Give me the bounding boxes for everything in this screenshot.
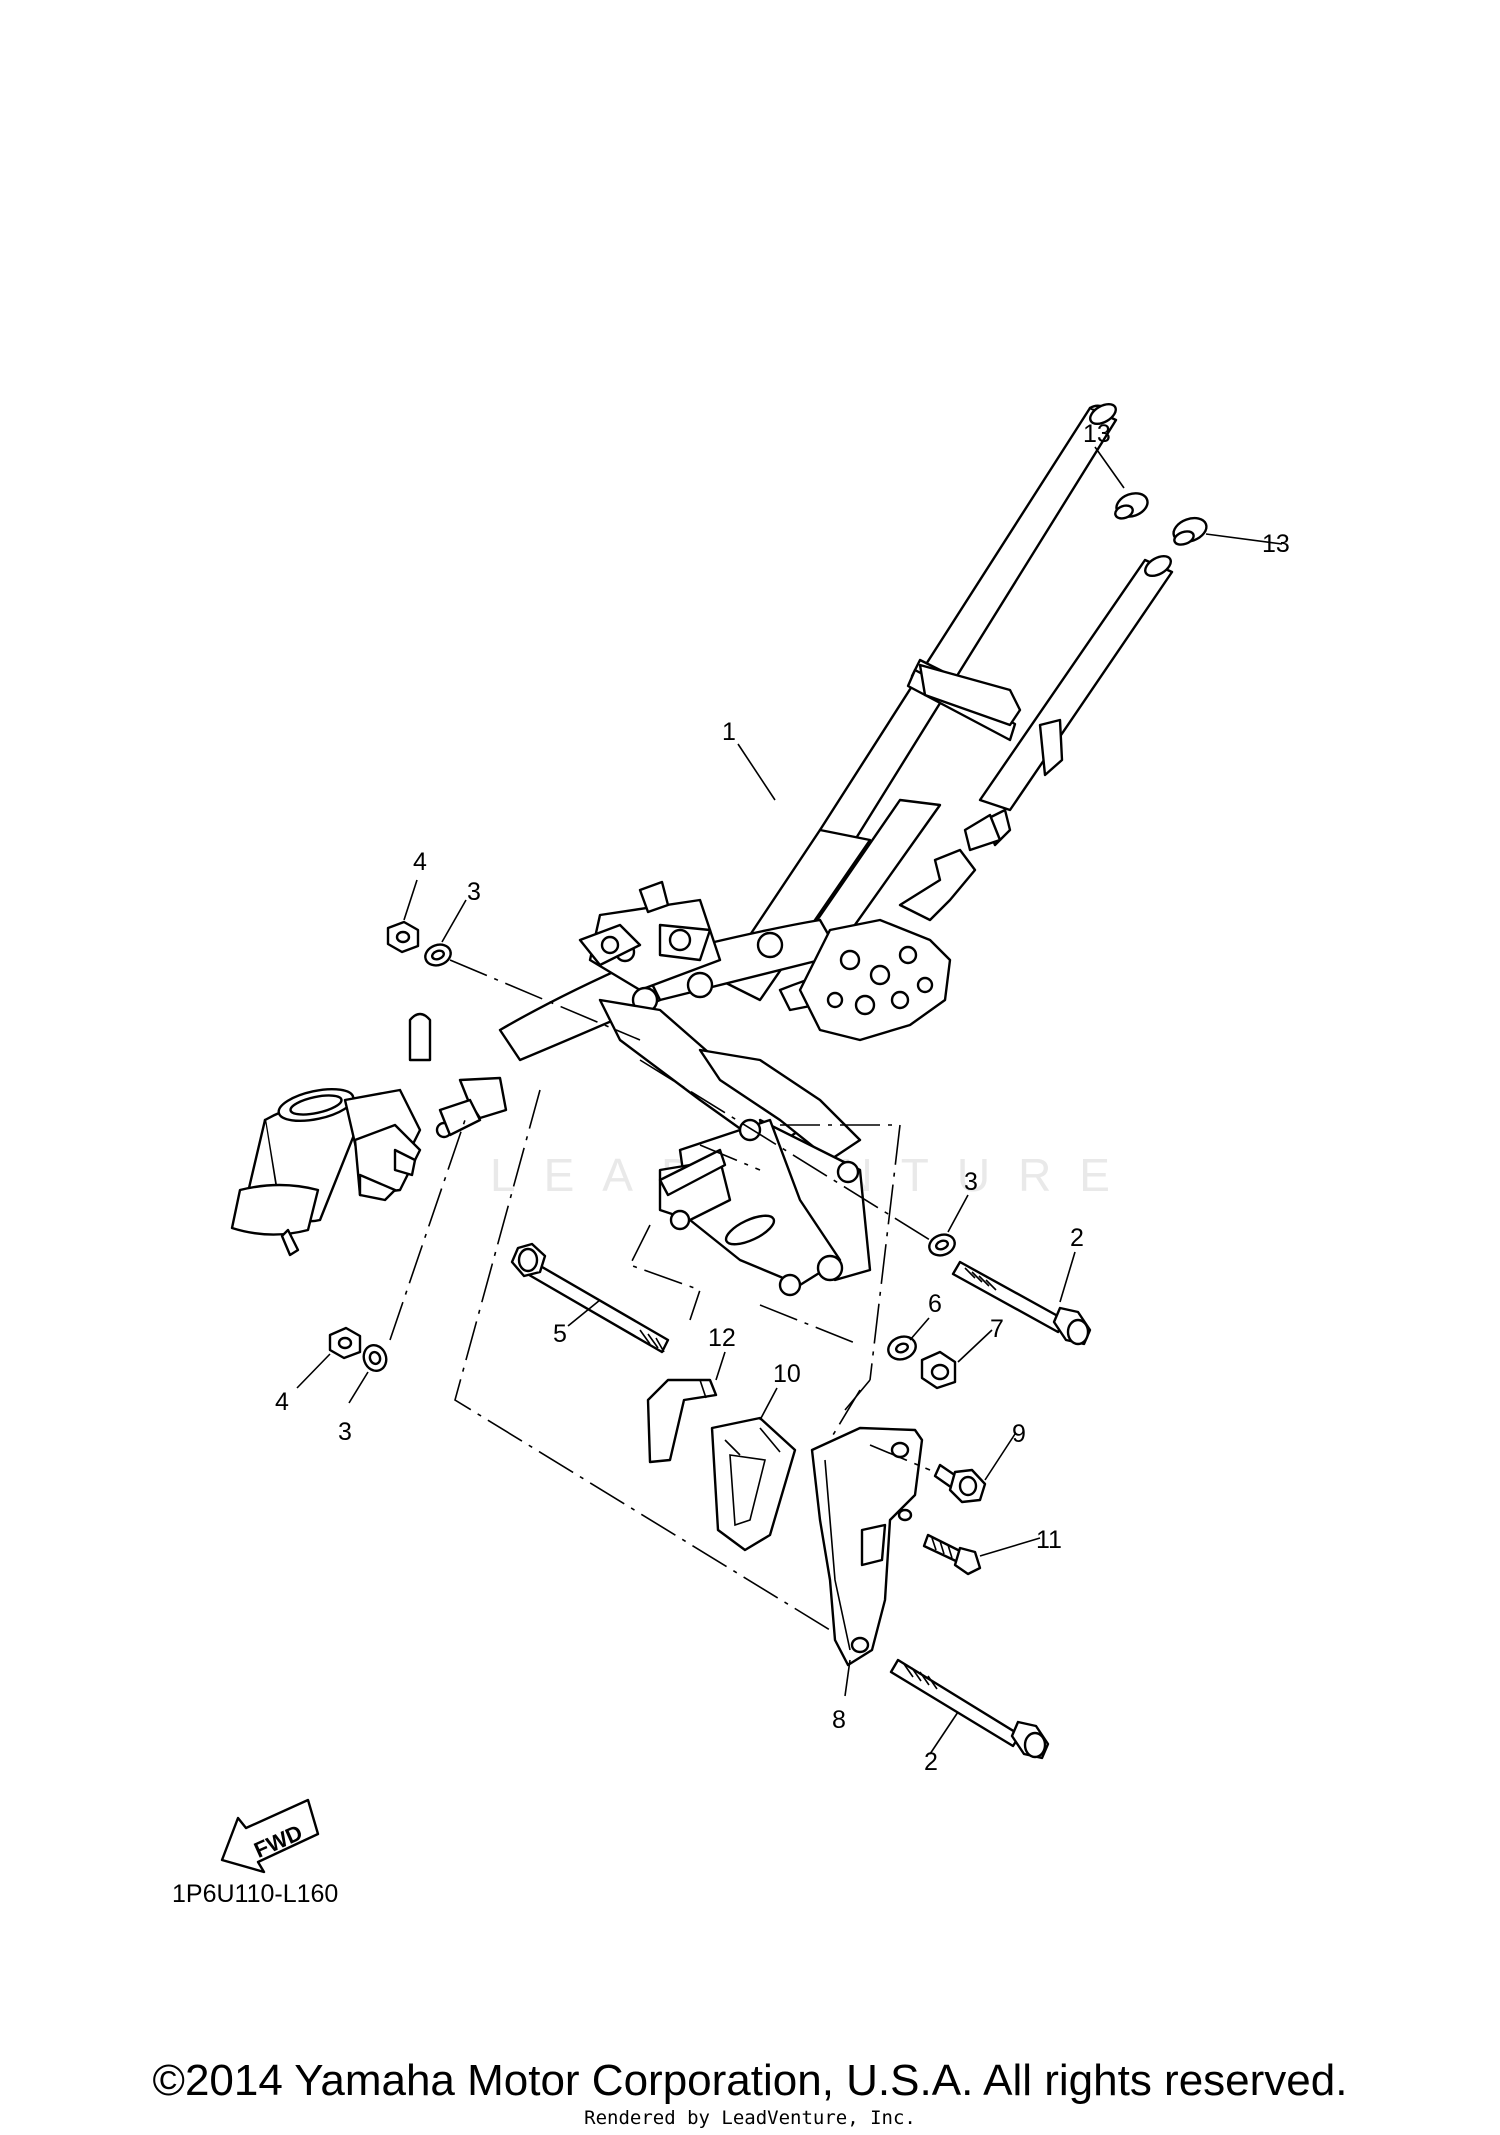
callout-5: 5: [553, 1320, 567, 1348]
callout-8: 8: [832, 1706, 846, 1734]
callout-1: 1: [722, 718, 736, 746]
washer-3-lower: [362, 1344, 388, 1372]
callout-7: 7: [990, 1315, 1004, 1343]
nut-4-upper: [386, 920, 420, 954]
washer-6: [887, 1335, 917, 1361]
callout-13a: 13: [1083, 420, 1111, 448]
leader-lines: [296, 446, 1283, 1755]
frame-part: [498, 402, 1174, 1297]
cap-13b: [1172, 516, 1208, 546]
bolt-9: [933, 1463, 987, 1504]
callout-12: 12: [708, 1324, 736, 1352]
callout-9: 9: [1012, 1420, 1026, 1448]
fwd-arrow-icon: FWD: [220, 1798, 320, 1874]
plate-8: [810, 1426, 924, 1667]
callout-4b: 4: [275, 1388, 289, 1416]
callout-2a: 2: [1070, 1224, 1084, 1252]
nut-4-lower: [328, 1326, 362, 1360]
callout-3b: 3: [964, 1168, 978, 1196]
callout-3c: 3: [338, 1418, 352, 1446]
cap-13a: [1114, 492, 1149, 520]
bolt-5: [510, 1242, 670, 1354]
callout-3a: 3: [467, 878, 481, 906]
callout-10: 10: [773, 1360, 801, 1388]
washer-3-right: [928, 1233, 956, 1257]
callout-2b: 2: [924, 1748, 938, 1776]
rendered-by-text: Rendered by LeadVenture, Inc.: [584, 2107, 916, 2129]
assembly-lines: [389, 959, 931, 1631]
callout-labels: 13 13 1 4 3 3 2 6 7 5 12 10 9 11 4 3 8 2: [275, 420, 1290, 1776]
cover-10: [710, 1416, 797, 1552]
diagram-code: 1P6U110-L160: [172, 1880, 338, 1908]
bolt-2-lower: [889, 1658, 1050, 1760]
callout-11: 11: [1036, 1526, 1062, 1554]
callout-13b: 13: [1262, 530, 1290, 558]
bolt-2-upper: [951, 1260, 1092, 1346]
callout-6: 6: [928, 1290, 942, 1318]
screw-11: [922, 1533, 982, 1576]
washer-3-upper: [424, 943, 452, 967]
copyright-text: ©2014 Yamaha Motor Corporation, U.S.A. A…: [152, 2056, 1348, 2105]
clip-12: [646, 1378, 718, 1464]
steering-head: [230, 1012, 508, 1257]
callout-4a: 4: [413, 848, 427, 876]
nut-7: [920, 1350, 957, 1390]
